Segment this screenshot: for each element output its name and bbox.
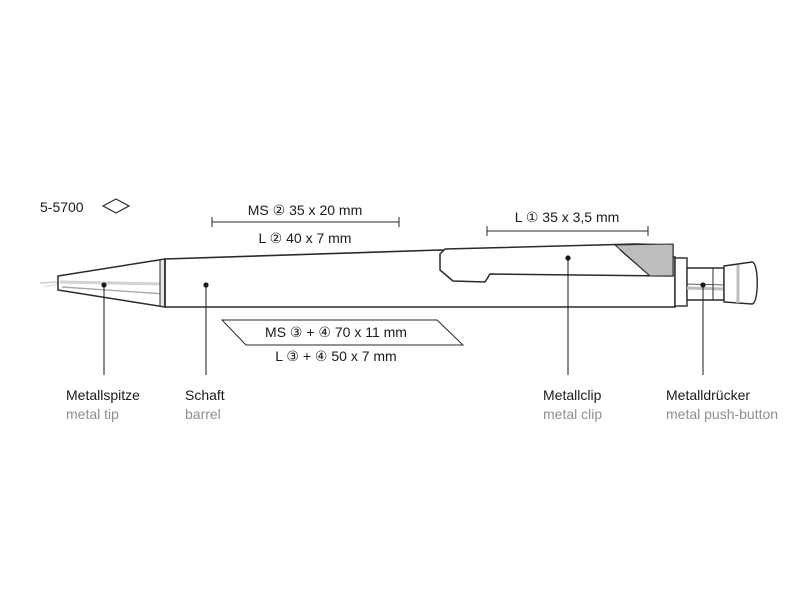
leader-barrel bbox=[203, 282, 209, 375]
writing-tip bbox=[39, 281, 59, 288]
wrap-l-dimension: L ③ + ④ 50 x 7 mm bbox=[275, 348, 397, 364]
diamond-icon bbox=[101, 198, 131, 214]
product-code: 5-5700 bbox=[40, 199, 84, 215]
part-label-metal-clip-en: metal clip bbox=[543, 406, 603, 422]
part-label-push-button-en: metal push-button bbox=[666, 406, 779, 422]
metal-clip bbox=[439, 243, 674, 283]
part-label-barrel-en: barrel bbox=[185, 406, 221, 422]
wrap-dimension-bracket bbox=[220, 319, 465, 346]
leader-metal-tip bbox=[101, 282, 107, 375]
clip-dimension-line bbox=[486, 226, 649, 236]
leader-metal-clip bbox=[565, 255, 571, 375]
part-label-metal-tip-en: metal tip bbox=[66, 406, 119, 422]
metal-push-button bbox=[674, 257, 758, 307]
metal-tip bbox=[57, 258, 166, 308]
leader-push-button bbox=[700, 282, 706, 375]
wrap-ms-dimension: MS ③ + ④ 70 x 11 mm bbox=[265, 324, 407, 340]
clip-l-dimension: L ① 35 x 3,5 mm bbox=[514, 209, 620, 225]
barrel-l-dimension: L ② 40 x 7 mm bbox=[258, 230, 352, 246]
part-label-barrel-de: Schaft bbox=[185, 387, 225, 403]
barrel-ms-dimension: MS ② 35 x 20 mm bbox=[247, 202, 363, 218]
part-label-push-button-de: Metalldrücker bbox=[666, 387, 751, 403]
part-label-metal-clip-de: Metallclip bbox=[543, 387, 602, 403]
barrel-dimension-line bbox=[211, 217, 400, 227]
part-label-metal-tip-de: Metallspitze bbox=[66, 387, 140, 403]
